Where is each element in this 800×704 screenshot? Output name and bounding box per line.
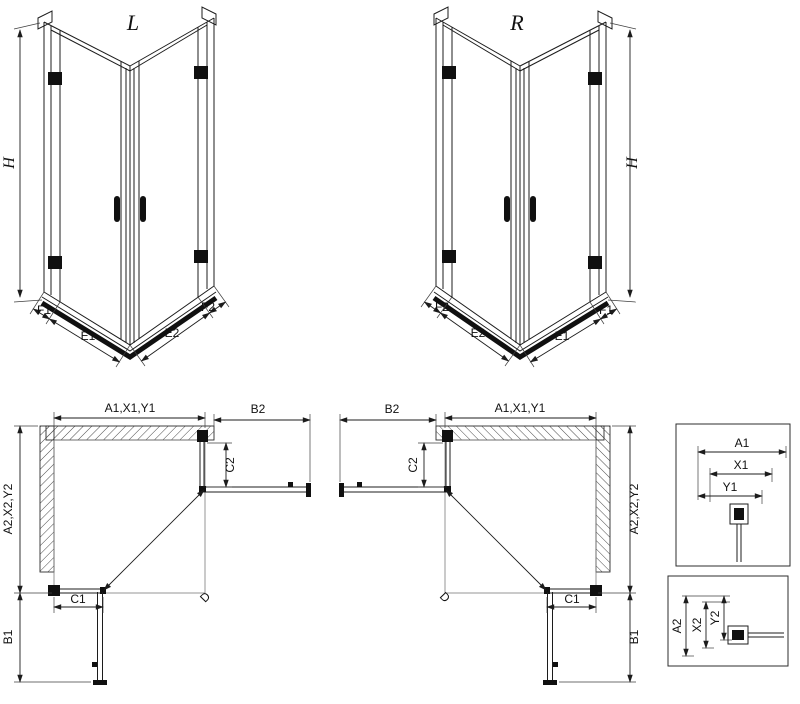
dim-label-b2-left: B2 — [251, 402, 266, 416]
dim-label-a1-detail: A1 — [735, 436, 750, 450]
dim-label-f1-right: F1 — [599, 303, 613, 317]
dim-label-f2-left: F2 — [201, 300, 215, 314]
plan-view-left: A1,X1,Y1 B2 C2 A2,X2,Y2 B1 C1 D — [1, 401, 311, 685]
dim-label-d-left: D — [197, 589, 213, 605]
plan-right-geometry — [339, 412, 636, 685]
dim-label-e2-left: E2 — [165, 326, 180, 340]
dim-label-f2-right: F2 — [435, 300, 449, 314]
height-label-left: H — [1, 156, 18, 170]
plan-left-geometry — [14, 412, 311, 685]
height-label-right: H — [624, 156, 641, 170]
dim-label-c2-left: C2 — [223, 457, 237, 473]
dim-label-b1-right: B1 — [627, 629, 641, 644]
detail-panel-top: A1 X1 Y1 — [675, 423, 791, 567]
dim-label-y2-detail: Y2 — [708, 610, 722, 625]
dim-label-e1-left: E1 — [81, 329, 96, 343]
dim-label-f1-left: F1 — [37, 303, 51, 317]
dim-label-b2-right: B2 — [385, 402, 400, 416]
dim-label-a2x2y2-left: A2,X2,Y2 — [1, 483, 15, 534]
dim-label-e2-right: E2 — [471, 326, 486, 340]
elevation-view-left: L H F1 E1 E2 F2 — [1, 7, 229, 367]
dim-label-x2-detail: X2 — [690, 617, 704, 632]
variant-label-left: L — [126, 10, 139, 35]
wall-profile-section-top — [729, 503, 749, 525]
dim-label-b1-left: B1 — [1, 629, 15, 644]
elevation-view-right: R H F2 E2 E1 F1 — [421, 7, 641, 367]
dim-label-a2-detail: A2 — [670, 618, 684, 633]
dim-label-x1-detail: X1 — [734, 458, 749, 472]
detail-panel-bottom: A2 X2 Y2 — [667, 575, 789, 667]
detail-top-frame — [675, 423, 791, 567]
dim-label-a1x1y1-left: A1,X1,Y1 — [105, 401, 156, 415]
detail-bottom-frame — [667, 575, 789, 667]
dim-label-c1-left: C1 — [70, 592, 86, 606]
dim-label-y1-detail: Y1 — [723, 480, 738, 494]
wall-profile-section-bottom — [727, 625, 749, 645]
dim-label-d-right: D — [437, 589, 453, 605]
dim-label-c1-right: C1 — [564, 592, 580, 606]
dim-label-c2-right: C2 — [406, 457, 420, 473]
dim-label-a1x1y1-right: A1,X1,Y1 — [495, 401, 546, 415]
plan-view-right: B2 A1,X1,Y1 C2 A2,X2,Y2 B1 C1 D — [339, 401, 641, 685]
dim-label-a2x2y2-right: A2,X2,Y2 — [627, 483, 641, 534]
dim-label-e1-right: E1 — [555, 329, 570, 343]
variant-label-right: R — [509, 10, 524, 35]
